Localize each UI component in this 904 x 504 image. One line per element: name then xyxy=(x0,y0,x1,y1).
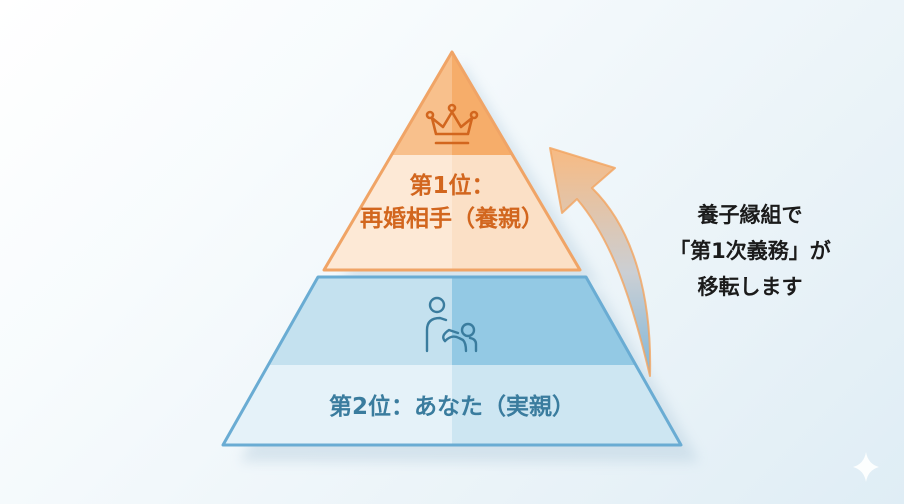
parent-child-icon xyxy=(425,296,478,353)
tier-1-label-line2: 再婚相手（養親） xyxy=(360,206,544,232)
tier-1-label: 第1位： 再婚相手（養親） xyxy=(324,170,580,236)
annotation-line2: 「第1次義務」が xyxy=(669,239,831,263)
tier-2-trapezoid xyxy=(221,275,683,447)
transfer-arrow xyxy=(549,147,652,377)
tier-2-label: 第2位：あなた（実親） xyxy=(328,394,575,420)
tier-1-label-line1: 第1位： xyxy=(409,173,495,199)
annotation-line3: 移転します xyxy=(697,275,803,299)
transfer-annotation: 養子縁組で 「第1次義務」が 移転します xyxy=(650,197,850,305)
crown-icon xyxy=(425,103,479,145)
tier-1-triangle xyxy=(322,50,582,272)
sparkle-icon xyxy=(853,452,879,482)
annotation-line1: 養子縁組で xyxy=(697,203,803,227)
